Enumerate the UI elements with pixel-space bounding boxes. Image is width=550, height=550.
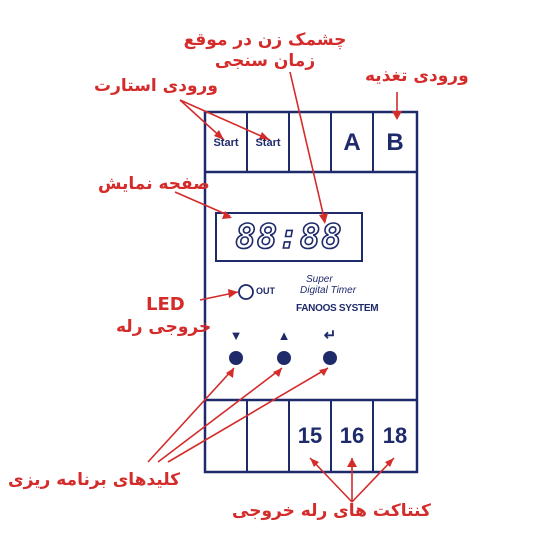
- up-arrow-icon: ▲: [277, 328, 291, 343]
- terminal-15: 15: [297, 423, 323, 448]
- display-window: [215, 212, 363, 262]
- button-up[interactable]: [277, 351, 291, 365]
- annotation-display-blink: چشمک زن در موقع زمان سنجی: [183, 30, 347, 72]
- arrowhead-led: [228, 289, 238, 298]
- arrowhead-key-2: [273, 368, 282, 377]
- annotation-power-input: ورودی تغذیه: [365, 66, 469, 86]
- annotation-arrows: [147, 71, 398, 503]
- led-indicator-icon: [238, 284, 254, 300]
- arrowhead-key-3: [319, 368, 328, 376]
- arrowhead-power: [392, 111, 402, 120]
- enter-icon: ↵: [323, 327, 337, 344]
- arrowhead-display: [222, 211, 232, 219]
- arrow-key-1: [147, 367, 235, 463]
- arrow-start-2: [179, 99, 271, 141]
- terminal-a: A: [343, 129, 361, 156]
- arrowhead-contact-2: [347, 458, 357, 467]
- annotation-relay-output: خروجی رله: [116, 317, 212, 337]
- terminal-start-1: Start: [213, 137, 239, 149]
- terminal-18: 18: [382, 423, 408, 448]
- button-down[interactable]: [229, 351, 243, 365]
- arrowhead-start-1: [214, 130, 224, 140]
- brand-name: FANOOS SYSTEM: [296, 303, 379, 314]
- terminal-16: 16: [339, 423, 365, 448]
- terminal-b: B: [386, 129, 404, 156]
- arrow-blink: [289, 71, 326, 223]
- display-digits: 88:88: [235, 217, 343, 257]
- arrowhead-contact-1: [310, 458, 319, 467]
- annotation-display-blink-line: چشمک زن در موقع زمان سنجی: [170, 30, 360, 73]
- annotation-relay-contacts: کنتاکت های رله خروجی: [232, 501, 431, 521]
- arrowhead-blink: [319, 213, 328, 224]
- arrow-display: [174, 191, 231, 217]
- arrowhead-key-1: [226, 368, 234, 378]
- led-out-label: OUT: [256, 286, 275, 296]
- arrowhead-contact-3: [385, 458, 394, 467]
- arrowhead-start-2: [259, 132, 270, 140]
- annotation-start-input: ورودی استارت: [94, 76, 218, 96]
- button-enter[interactable]: [323, 351, 337, 365]
- annotation-display-screen: صفحه نمایش: [98, 174, 210, 194]
- down-arrow-icon: ▼: [229, 328, 243, 343]
- arrow-key-3: [167, 367, 329, 463]
- annotation-led: LED: [146, 294, 185, 315]
- annotation-program-keys: کلیدهای برنامه ریزی: [8, 470, 181, 490]
- arrow-heads: [214, 111, 402, 467]
- terminal-start-2: Start: [255, 137, 281, 149]
- arrow-contact-3: [351, 457, 395, 503]
- arrow-key-2: [157, 367, 283, 463]
- product-name-line2: Digital Timer: [300, 285, 357, 296]
- arrow-contact-1: [309, 457, 353, 503]
- product-name-line1: Super: [306, 274, 333, 285]
